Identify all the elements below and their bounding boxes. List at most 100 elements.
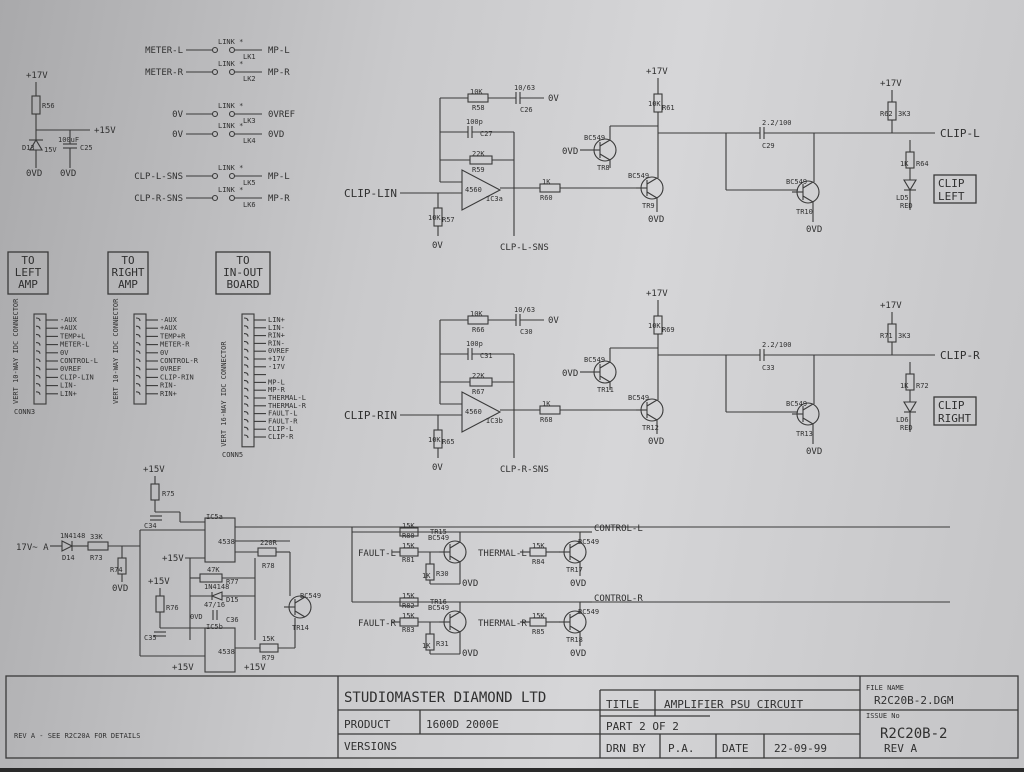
connector-pin-label: -AUX xyxy=(160,316,178,324)
r82-label: R82 xyxy=(402,602,415,610)
thermal-label: THERMAL-L xyxy=(478,549,527,559)
thermal-label: THERMAL-R xyxy=(478,619,527,629)
tra-0vd: 0VD xyxy=(562,147,578,157)
c25-value: 100uF xyxy=(58,136,79,144)
led-label-line1: CLIP xyxy=(938,399,965,412)
rgnd-label: R57 xyxy=(442,216,455,224)
rled-label: R71 xyxy=(880,332,893,340)
connector-pin-label: METER-L xyxy=(60,341,90,349)
resistor-r78 xyxy=(257,547,277,557)
link-marker-label: LINK * xyxy=(218,38,243,46)
led-supply: +17V xyxy=(880,79,902,89)
led-color: RED xyxy=(900,424,913,432)
link-left-label: CLP-L-SNS xyxy=(134,172,183,182)
fault-circuit: 17V~ A 1N4148 D14 33K R73 R74 0VD IC5a 4… xyxy=(16,465,950,673)
rtop-value: 10K xyxy=(648,322,661,330)
led-label-box xyxy=(933,396,977,426)
tr14-label: TR14 xyxy=(292,624,309,632)
connectors: TOLEFTAMP-AUX+AUXTEMP+LMETER-L0VCONTROL-… xyxy=(7,251,307,459)
p15-label-3: +15V xyxy=(148,577,170,587)
diode-d15 xyxy=(210,591,223,601)
link-left-label: 0V xyxy=(172,130,183,140)
cin-value: 10/63 xyxy=(514,306,535,314)
r84-value: 15K xyxy=(532,542,545,550)
c36-label: C36 xyxy=(226,616,239,624)
trc-0vd: 0VD xyxy=(806,447,822,457)
r77-label: R77 xyxy=(226,578,239,586)
product-label: PRODUCT xyxy=(344,718,391,731)
link-right-label: 0VREF xyxy=(268,110,295,120)
resistor-r79 xyxy=(259,643,279,653)
issue-value: R2C20B-2 xyxy=(880,726,947,742)
opamp-label: IC3b xyxy=(486,417,503,425)
tra-label: TR8 xyxy=(597,164,610,172)
trc-type: BC549 xyxy=(786,400,807,408)
cap-label: C29 xyxy=(762,142,775,150)
trb-0vd: 0VD xyxy=(648,215,664,225)
rtop-label: R69 xyxy=(662,326,675,334)
d13-value: 15V xyxy=(44,146,57,154)
supply-label: +17V xyxy=(26,71,48,81)
rled2-label: R64 xyxy=(916,160,929,168)
link-left-label: 0V xyxy=(172,110,183,120)
led xyxy=(903,179,917,192)
gnd-label: 0VD xyxy=(26,169,42,179)
rgnd-label: R65 xyxy=(442,438,455,446)
r76-label: R76 xyxy=(166,604,179,612)
d13-label: D13 xyxy=(22,144,35,152)
connector-title: LEFT xyxy=(15,266,42,279)
tr18-type: BC549 xyxy=(578,608,599,616)
r80-label: R80 xyxy=(402,532,415,540)
connector-pin-label: RIN+ xyxy=(160,390,177,398)
tr15-label: TR15 xyxy=(430,528,447,536)
r30-label: R30 xyxy=(436,570,449,578)
connector-title: AMP xyxy=(18,278,38,291)
connector-pin-label: -AUX xyxy=(60,316,78,324)
r81-label: R81 xyxy=(402,556,415,564)
d14-label: D14 xyxy=(62,554,75,562)
connector-title: TO xyxy=(121,254,134,267)
link-right-label: MP-R xyxy=(268,68,290,78)
connector-pin-label: THERMAL-R xyxy=(268,402,307,410)
cap-value: 2.2/100 xyxy=(762,341,792,349)
channel-output: CLIP-L xyxy=(940,127,980,140)
trc-0vd: 0VD xyxy=(806,225,822,235)
cap-value: 2.2/100 xyxy=(762,119,792,127)
connector-pin-label: RIN+ xyxy=(268,332,285,340)
link-ref: LK2 xyxy=(243,75,256,83)
date-value: 22-09-99 xyxy=(774,742,827,755)
cin-value: 10/63 xyxy=(514,84,535,92)
link-left-label: METER-R xyxy=(145,68,184,78)
p15-label-5: +15V xyxy=(244,663,266,673)
r79-label: R79 xyxy=(262,654,275,662)
gnd-label-2: 0VD xyxy=(60,169,76,179)
connector-pin-label: FAULT-R xyxy=(268,417,298,425)
connector-ref: CONN3 xyxy=(14,408,35,416)
p15-label-1: +15V xyxy=(143,465,165,475)
connector-pin-label: RIN- xyxy=(268,339,285,347)
connector-pin-label: CONTROL-L xyxy=(60,357,98,365)
r56-label: R56 xyxy=(42,102,55,110)
link-right-label: 0VD xyxy=(268,130,284,140)
connector-title: TO xyxy=(21,254,34,267)
connector-pin-label: 0VREF xyxy=(60,365,81,373)
fault-label: FAULT-R xyxy=(358,619,397,629)
link-ref: LK4 xyxy=(243,137,256,145)
ic5a-type: 4538 xyxy=(218,538,235,546)
tr14-type: BC549 xyxy=(300,592,321,600)
issue-label: ISSUE No xyxy=(866,712,900,720)
opamp-label: IC3a xyxy=(486,195,503,203)
led-label-line2: RIGHT xyxy=(938,412,971,425)
connector-title: BOARD xyxy=(226,278,259,291)
r75-label: R75 xyxy=(162,490,175,498)
tr15-type: BC549 xyxy=(428,534,449,542)
connector-pin-label: MP-R xyxy=(268,386,286,394)
r74-label: R74 xyxy=(110,566,123,574)
fault-label: FAULT-L xyxy=(358,549,396,559)
connector-pin-label: +AUX xyxy=(160,324,178,332)
rin-label: R58 xyxy=(472,104,485,112)
connector-pin-label: CLIP-L xyxy=(268,425,293,433)
connector-pin-label: CLIP-RIN xyxy=(160,373,194,381)
trb-type: BC549 xyxy=(628,172,649,180)
